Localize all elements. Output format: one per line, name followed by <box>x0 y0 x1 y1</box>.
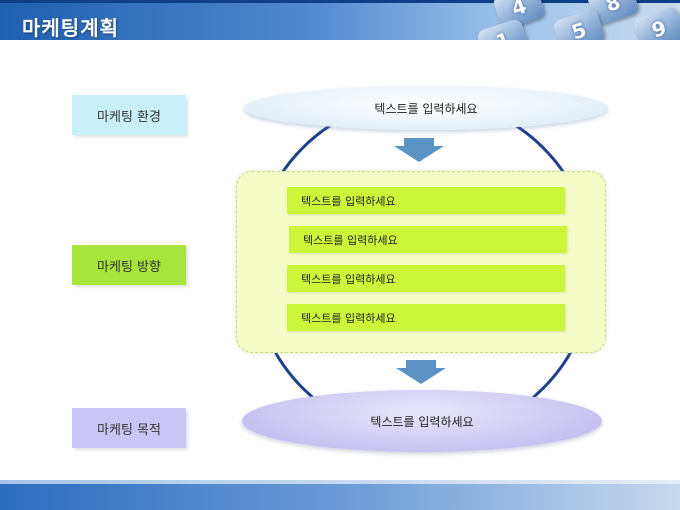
header-stripe <box>0 0 680 3</box>
direction-bar-2[interactable]: 텍스트를 입력하세요 <box>289 226 567 253</box>
direction-bar-1[interactable]: 텍스트를 입력하세요 <box>287 187 565 214</box>
label-marketing-direction: 마케팅 방향 <box>72 245 186 285</box>
bottom-ellipse-textbox[interactable]: 텍스트를 입력하세요 <box>242 390 602 452</box>
down-arrow-icon <box>394 138 444 162</box>
footer-banner <box>0 484 680 510</box>
direction-bar-3[interactable]: 텍스트를 입력하세요 <box>287 265 565 292</box>
footer-divider <box>0 480 680 484</box>
label-marketing-goal: 마케팅 목적 <box>72 408 186 448</box>
direction-panel: 텍스트를 입력하세요 텍스트를 입력하세요 텍스트를 입력하세요 텍스트를 입력… <box>236 171 606 353</box>
down-arrow-icon <box>396 360 446 384</box>
page-title: 마케팅계획 <box>22 16 119 40</box>
top-ellipse-textbox[interactable]: 텍스트를 입력하세요 <box>244 86 608 130</box>
label-marketing-environment: 마케팅 환경 <box>72 95 186 135</box>
direction-bar-4[interactable]: 텍스트를 입력하세요 <box>287 304 565 331</box>
